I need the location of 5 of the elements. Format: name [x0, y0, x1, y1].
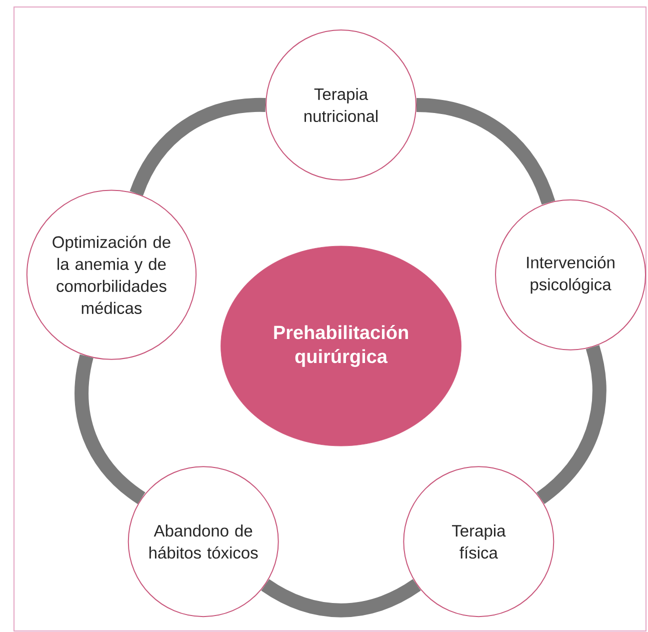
ring-segment: [261, 579, 421, 618]
ring-segment: [536, 345, 606, 504]
ring-segment: [130, 98, 266, 196]
ring-segment: [74, 354, 146, 504]
ring-segment: [416, 98, 556, 205]
